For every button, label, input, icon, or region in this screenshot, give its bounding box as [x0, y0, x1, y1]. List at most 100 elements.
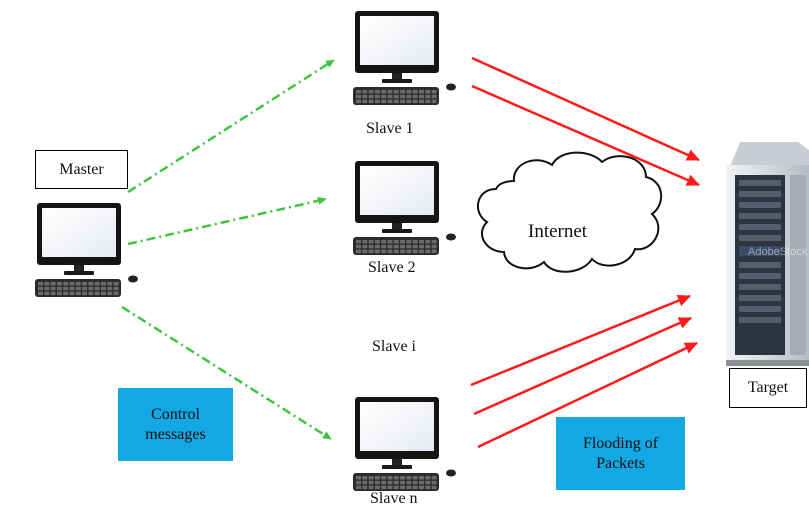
key	[406, 249, 412, 254]
key	[356, 99, 361, 104]
key	[50, 291, 56, 296]
key	[374, 244, 380, 249]
key	[44, 282, 50, 286]
key	[368, 249, 374, 254]
monitor-stand	[382, 465, 412, 469]
key	[425, 240, 431, 244]
key	[419, 476, 424, 480]
key	[387, 480, 393, 485]
key	[101, 291, 106, 296]
key	[400, 249, 406, 254]
key	[44, 286, 50, 291]
key	[431, 90, 437, 94]
key	[412, 249, 418, 254]
key	[393, 480, 399, 485]
key	[362, 476, 368, 480]
key	[381, 99, 387, 104]
key	[75, 291, 81, 296]
key	[362, 240, 368, 244]
key	[381, 485, 387, 490]
key	[387, 249, 393, 254]
watermark-text: AdobeStock	[748, 246, 808, 258]
key	[368, 99, 374, 104]
key	[387, 240, 393, 244]
key	[406, 485, 412, 490]
key	[374, 480, 380, 485]
key	[50, 282, 56, 286]
slave2-label: Slave 2	[368, 259, 416, 276]
flooding-packets-line2: Packets	[596, 454, 645, 472]
key	[356, 240, 361, 244]
key	[419, 244, 424, 249]
key	[38, 286, 43, 291]
key	[387, 485, 393, 490]
flood-arrow	[471, 56, 700, 162]
flood-arrow	[470, 294, 691, 387]
monitor-neck	[392, 73, 402, 80]
flooding-packets-box: Flooding of Packets	[556, 417, 685, 490]
key	[107, 291, 113, 296]
key	[368, 480, 374, 485]
key	[406, 94, 412, 99]
key	[56, 282, 62, 286]
key	[381, 244, 387, 249]
key	[425, 476, 431, 480]
mouse	[446, 83, 456, 91]
key	[368, 90, 374, 94]
flood-arrow	[471, 84, 700, 187]
keyboard-keys	[356, 90, 437, 104]
control-arrow-slaven	[121, 305, 332, 441]
slaven-computer-icon	[353, 397, 456, 491]
key	[400, 485, 406, 490]
key	[412, 485, 418, 490]
key	[381, 249, 387, 254]
key	[431, 99, 437, 104]
key	[94, 282, 100, 286]
key	[82, 286, 88, 291]
key	[94, 286, 100, 291]
key	[387, 244, 393, 249]
key	[69, 282, 75, 286]
key	[356, 244, 361, 249]
key	[412, 244, 418, 249]
key	[419, 240, 424, 244]
internet-label: Internet	[528, 221, 588, 242]
key	[393, 99, 399, 104]
key	[362, 94, 368, 99]
key	[107, 286, 113, 291]
key	[425, 94, 431, 99]
slave1-label: Slave 1	[366, 120, 414, 137]
key	[88, 282, 94, 286]
key	[387, 94, 393, 99]
key	[393, 485, 399, 490]
key	[113, 282, 119, 286]
monitor-neck	[392, 223, 402, 230]
key	[374, 476, 380, 480]
key	[406, 99, 412, 104]
control-arrow-slave1	[127, 58, 335, 194]
key	[381, 480, 387, 485]
key	[406, 240, 412, 244]
key	[425, 485, 431, 490]
master-computer-icon	[35, 203, 138, 297]
key	[400, 476, 406, 480]
key	[387, 90, 393, 94]
key	[374, 90, 380, 94]
key	[368, 94, 374, 99]
monitor-screen	[360, 166, 434, 215]
key	[431, 240, 437, 244]
key	[400, 480, 406, 485]
key	[381, 476, 387, 480]
flood-arrows	[470, 56, 700, 449]
mouse	[128, 275, 138, 283]
slave2-computer-icon	[353, 161, 456, 255]
key	[431, 476, 437, 480]
monitor-stand	[64, 271, 94, 275]
key	[44, 291, 50, 296]
key	[412, 240, 418, 244]
control-messages-line2: messages	[145, 425, 206, 443]
monitor-stand	[382, 229, 412, 233]
key	[425, 249, 431, 254]
key	[356, 249, 361, 254]
